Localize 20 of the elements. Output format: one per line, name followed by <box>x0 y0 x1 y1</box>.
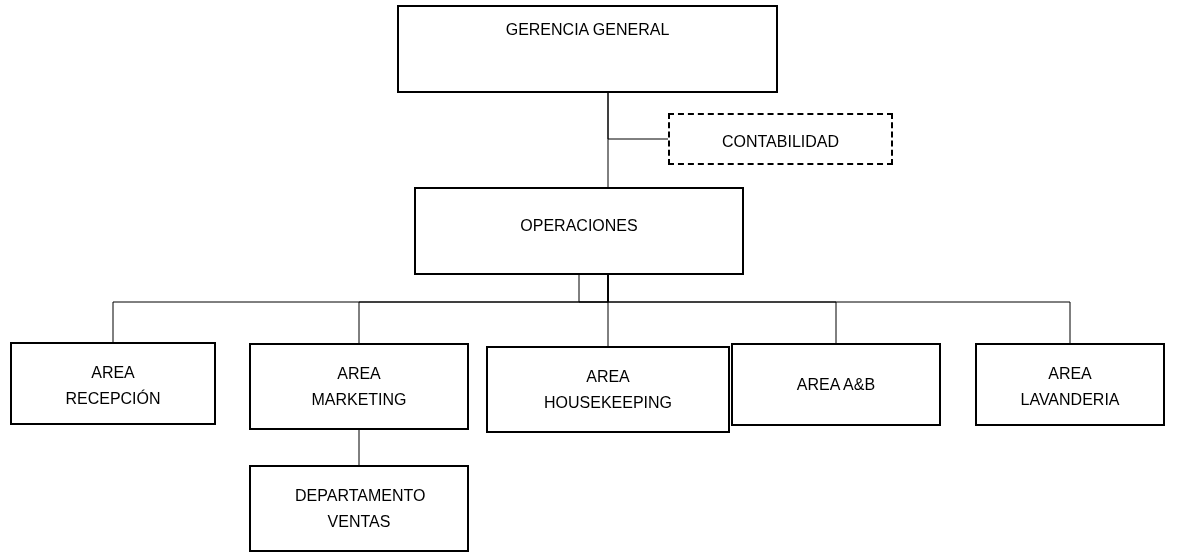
connector-line <box>607 92 669 140</box>
box-label: AREA LAVANDERIA <box>1019 364 1121 410</box>
box-label: AREA A&B <box>796 375 876 395</box>
box-label: OPERACIONES <box>520 216 638 236</box>
box-label: AREA MARKETING <box>310 364 408 410</box>
dashed-box <box>668 113 893 165</box>
org-box <box>397 5 778 93</box>
org-box <box>10 342 216 425</box>
org-box <box>249 343 469 430</box>
box-label: GERENCIA GENERAL <box>505 20 670 40</box>
org-box <box>486 346 730 433</box>
org-box <box>414 187 744 275</box>
box-label: CONTABILIDAD <box>721 132 840 152</box>
connector-line <box>358 429 360 466</box>
org-box <box>975 343 1165 426</box>
box-label: AREA HOUSEKEEPING <box>543 367 673 413</box>
org-box <box>249 465 469 552</box>
box-label: DEPARTAMENTO VENTAS <box>295 486 423 532</box>
box-label: AREA RECEPCIÓN <box>64 363 162 409</box>
org-box <box>731 343 941 426</box>
